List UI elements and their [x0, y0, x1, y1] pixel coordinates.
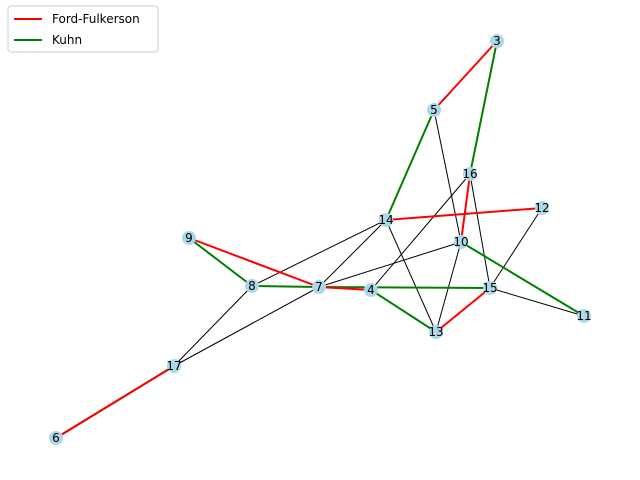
- edge-kuhn-5-14: [385, 109, 435, 221]
- node-3: 3: [490, 34, 504, 48]
- node-circle: [49, 431, 63, 445]
- node-4: 4: [364, 283, 378, 297]
- node-label: 11: [576, 309, 591, 323]
- edge-kuhn-9-8: [188, 237, 253, 287]
- node-label: 8: [248, 279, 256, 293]
- node-12: 12: [534, 201, 550, 215]
- node-label: 5: [430, 103, 438, 117]
- node-circle: [379, 213, 393, 227]
- node-circle: [429, 325, 443, 339]
- edge-ford-14-12: [385, 207, 543, 221]
- edge-plain-14-13: [385, 219, 437, 333]
- edge-plain-8-17: [173, 285, 253, 367]
- edge-ford-7-4: [318, 286, 372, 291]
- node-label: 3: [493, 34, 501, 48]
- node-circle: [463, 167, 477, 181]
- node-circle: [577, 309, 591, 323]
- node-11: 11: [576, 309, 592, 323]
- edge-plain-16-15: [469, 173, 491, 289]
- node-circle: [312, 280, 326, 294]
- edge-plain-16-4: [370, 173, 471, 291]
- node-circle: [535, 201, 549, 215]
- nodes-layer: 3 5 16 12 14 9 10 8 7 4 15 11 13 17 6: [49, 34, 592, 445]
- edge-kuhn-4-13: [370, 289, 437, 333]
- node-16: 16: [462, 167, 478, 181]
- edge-plain-12-15: [489, 207, 543, 289]
- node-14: 14: [378, 213, 394, 227]
- edge-ford-16-10: [460, 173, 471, 243]
- node-circle: [167, 359, 181, 373]
- edge-plain-14-7: [318, 219, 387, 288]
- node-circle: [454, 235, 468, 249]
- edges-layer: [55, 40, 585, 439]
- node-circle: [364, 283, 378, 297]
- edge-ford-9-7: [188, 237, 320, 288]
- node-9: 9: [182, 231, 196, 245]
- edge-plain-15-11: [489, 287, 585, 317]
- node-label: 12: [534, 201, 549, 215]
- edge-plain-7-17: [173, 286, 320, 367]
- legend-label-kuhn: Kuhn: [52, 33, 82, 47]
- node-7: 7: [312, 280, 326, 294]
- edge-kuhn-8-7: [251, 285, 320, 288]
- node-label: 15: [482, 281, 497, 295]
- node-circle: [483, 281, 497, 295]
- node-label: 6: [52, 431, 60, 445]
- edge-ford-13-15: [435, 287, 491, 333]
- edge-ford-3-5: [433, 40, 498, 111]
- node-label: 10: [453, 235, 468, 249]
- node-circle: [490, 34, 504, 48]
- edge-plain-14-8: [251, 219, 387, 287]
- node-circle: [182, 231, 196, 245]
- edge-ford-17-6: [55, 365, 175, 439]
- node-6: 6: [49, 431, 63, 445]
- node-label: 16: [462, 167, 477, 181]
- node-17: 17: [166, 359, 182, 373]
- node-label: 13: [428, 325, 443, 339]
- node-circle: [427, 103, 441, 117]
- node-15: 15: [482, 281, 498, 295]
- legend-box: [7, 5, 159, 53]
- edge-plain-10-7: [318, 241, 462, 288]
- edge-kuhn-3-16: [469, 40, 498, 175]
- node-10: 10: [453, 235, 469, 249]
- node-label: 14: [378, 213, 393, 227]
- node-5: 5: [427, 103, 441, 117]
- legend: Ford-Fulkerson Kuhn: [7, 5, 159, 53]
- node-label: 4: [367, 283, 375, 297]
- node-label: 17: [166, 359, 181, 373]
- node-label: 9: [185, 231, 193, 245]
- node-circle: [245, 279, 259, 293]
- edge-plain-5-10: [433, 109, 462, 243]
- legend-label-ford-fulkerson: Ford-Fulkerson: [52, 12, 140, 26]
- edge-kuhn-7-15: [318, 286, 491, 289]
- node-label: 7: [315, 280, 323, 294]
- node-8: 8: [245, 279, 259, 293]
- edge-kuhn-10-11: [460, 241, 585, 317]
- node-13: 13: [428, 325, 444, 339]
